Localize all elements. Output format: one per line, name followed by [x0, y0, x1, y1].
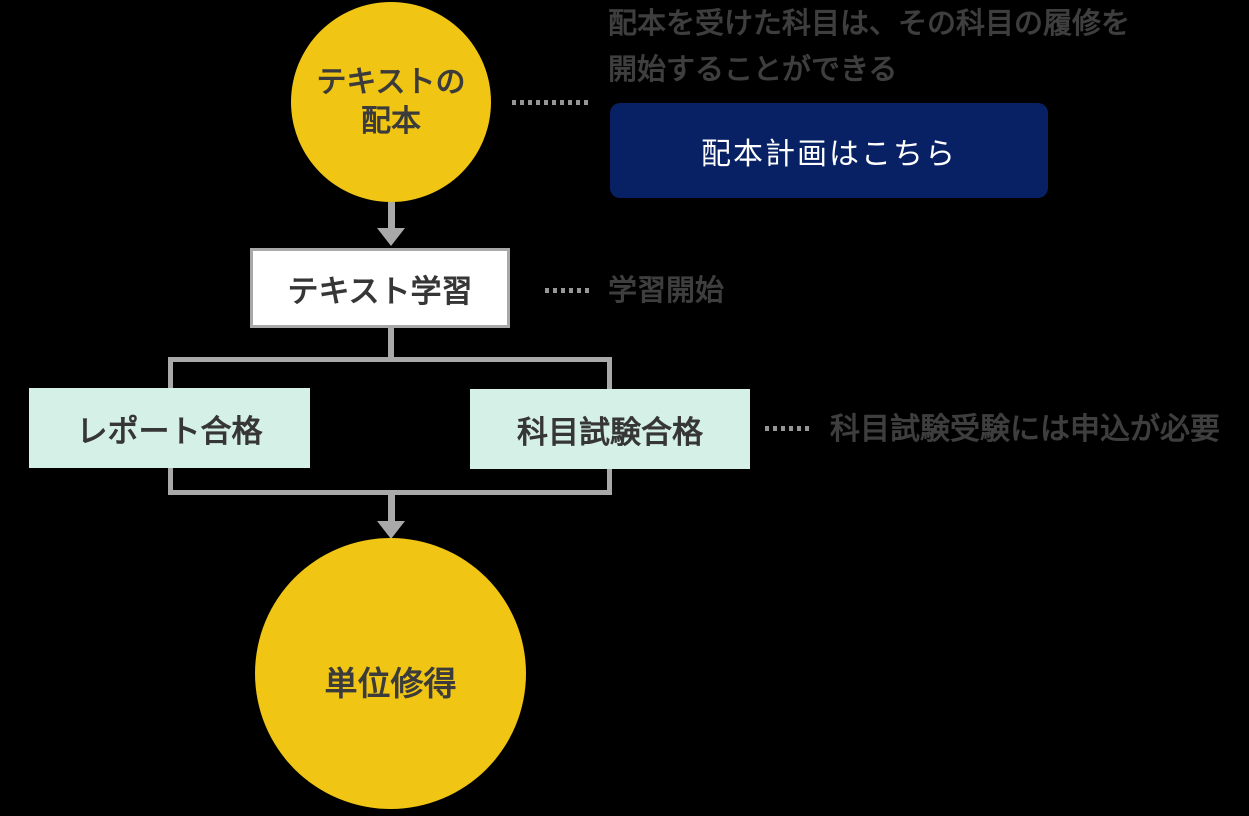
- start-node-text-distribution: テキストの 配本: [291, 2, 491, 202]
- down-arrow-icon: [377, 202, 405, 246]
- down-arrow-icon: [377, 495, 405, 539]
- arrow-head: [377, 521, 405, 539]
- study-box: テキスト学習: [250, 248, 510, 328]
- start-node-label-line1: テキストの: [316, 66, 466, 99]
- study-box-label: テキスト学習: [287, 273, 473, 309]
- dotted-connector-icon: [512, 100, 590, 105]
- distribution-plan-button[interactable]: 配本計画はこちら: [610, 103, 1048, 198]
- exam-pass-label: 科目試験合格: [517, 414, 703, 450]
- start-annotation-line1: 配本を受けた科目は、その科目の履修を: [608, 8, 1131, 40]
- exam-annotation-label: 科目試験受験には申込が必要: [830, 413, 1220, 446]
- end-node-credit-earned: 単位修得: [255, 538, 526, 809]
- start-node-label-line2: 配本: [361, 105, 421, 138]
- dotted-connector-icon: [545, 288, 591, 293]
- start-annotation-line2: 開始することができる: [608, 54, 898, 86]
- study-annotation: 学習開始: [608, 274, 724, 308]
- exam-annotation: 科目試験受験には申込が必要: [830, 413, 1220, 447]
- report-pass-box: レポート合格: [29, 388, 310, 468]
- report-pass-label: レポート合格: [76, 413, 263, 449]
- start-annotation: 配本を受けた科目は、その科目の履修を 開始することができる: [608, 1, 1130, 93]
- end-node-label: 単位修得: [324, 664, 457, 702]
- dotted-connector-icon: [765, 426, 813, 431]
- arrow-head: [377, 228, 405, 246]
- exam-pass-box: 科目試験合格: [470, 389, 750, 469]
- vertical-connector-line: [388, 327, 394, 359]
- arrow-shaft: [387, 495, 395, 521]
- arrow-shaft: [387, 202, 395, 228]
- study-annotation-label: 学習開始: [608, 275, 725, 307]
